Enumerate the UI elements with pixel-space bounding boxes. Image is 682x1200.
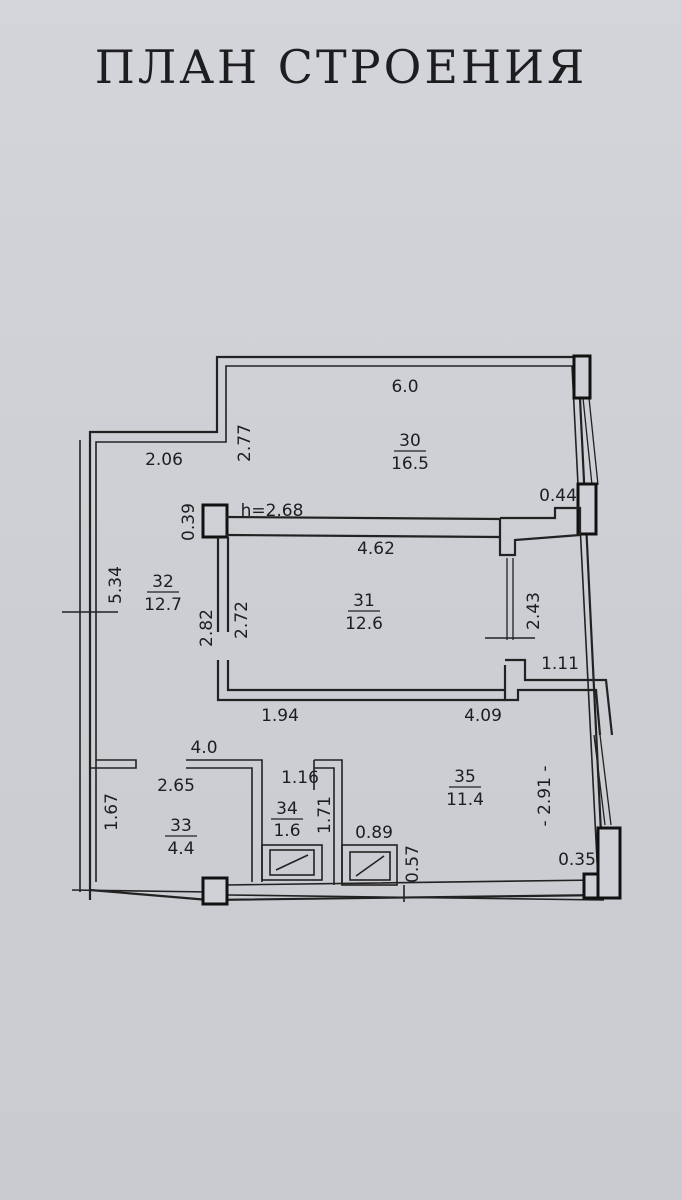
ceiling-height: h=2.68 bbox=[241, 501, 304, 521]
dim-2-91: - 2.91 - bbox=[535, 766, 555, 827]
dim-1-11: 1.11 bbox=[541, 654, 579, 674]
wall-loggia-bottom bbox=[505, 658, 614, 736]
dim-2-82: 2.82 bbox=[197, 609, 217, 647]
room-33-area: 4.4 bbox=[167, 839, 194, 859]
window-2-a bbox=[593, 734, 606, 826]
dim-2-77: 2.77 bbox=[235, 424, 255, 462]
wall-31-bottom-outer bbox=[216, 660, 505, 702]
room-35-area: 11.4 bbox=[446, 790, 484, 810]
wall-31-bottom-inner bbox=[226, 660, 505, 692]
room-labels: 30 16.5 31 12.6 32 12.7 33 4.4 34 1.6 35… bbox=[144, 431, 484, 859]
room-34-number: 34 bbox=[276, 799, 298, 819]
column-bottom bbox=[201, 876, 229, 906]
room-32-area: 12.7 bbox=[144, 595, 182, 615]
outer-wall-upper bbox=[88, 355, 606, 902]
wall-balcony-top bbox=[500, 506, 582, 535]
column-bottom-right-tall bbox=[596, 826, 622, 900]
dim-1-94: 1.94 bbox=[261, 706, 299, 726]
wall-34-right-inner bbox=[314, 767, 335, 885]
wall-30-31-top bbox=[225, 515, 501, 521]
column-center bbox=[201, 503, 229, 539]
room-33-number: 33 bbox=[170, 816, 192, 836]
dim-0-35: 0.35 bbox=[558, 850, 596, 870]
dim-2-65: 2.65 bbox=[157, 776, 195, 796]
window-2-b bbox=[599, 734, 612, 826]
vent-shaft-2 bbox=[341, 844, 398, 886]
dimension-labels: 6.0 2.77 2.06 0.44 0.39 h=2.68 4.62 5.34… bbox=[102, 377, 596, 883]
window-1-a bbox=[582, 397, 593, 486]
windows bbox=[506, 397, 612, 826]
wall-33-right-outer bbox=[186, 759, 263, 882]
vent-shaft-1 bbox=[261, 844, 323, 881]
room-30-number: 30 bbox=[399, 431, 421, 451]
room-30-area: 16.5 bbox=[391, 454, 429, 474]
dim-6-0: 6.0 bbox=[391, 377, 418, 397]
columns bbox=[201, 354, 622, 906]
plan-title: ПЛАН СТРОЕНИЯ bbox=[94, 40, 588, 94]
room-31-number: 31 bbox=[353, 591, 375, 611]
wall-loggia-inner bbox=[503, 665, 602, 736]
dim-4-0: 4.0 bbox=[190, 738, 217, 758]
bottom-wall-left bbox=[71, 889, 211, 893]
vent-shaft-1-inner bbox=[269, 849, 315, 876]
dim-0-39: 0.39 bbox=[179, 503, 199, 541]
dim-2-06: 2.06 bbox=[145, 450, 183, 470]
window-1-b bbox=[588, 397, 599, 486]
wall-34-right-outer bbox=[314, 759, 343, 885]
room-34-area: 1.6 bbox=[273, 821, 300, 841]
dim-4-62: 4.62 bbox=[357, 539, 395, 559]
wall-33-right-inner bbox=[186, 767, 253, 882]
dim-2-72: 2.72 bbox=[232, 601, 252, 639]
bottom-wall-right bbox=[227, 894, 605, 901]
dim-1-71: 1.71 bbox=[315, 796, 335, 834]
wall-balcony-inner bbox=[498, 518, 581, 557]
dim-4-09: 4.09 bbox=[464, 706, 502, 726]
column-top-right bbox=[572, 354, 592, 400]
room-32-number: 32 bbox=[152, 572, 174, 592]
wall-33-left-stub bbox=[90, 759, 137, 769]
vent-shaft-2-inner bbox=[349, 851, 391, 881]
room-35-number: 35 bbox=[454, 767, 476, 787]
dim-5-34: 5.34 bbox=[106, 566, 126, 604]
vent-shaft-2-diag bbox=[355, 855, 385, 877]
dim-2-43: 2.43 bbox=[524, 592, 544, 630]
dim-1-67: 1.67 bbox=[102, 793, 122, 831]
wall-30-31-bottom bbox=[225, 533, 501, 539]
vent-shaft-1-diag bbox=[275, 854, 309, 871]
dim-0-57: 0.57 bbox=[403, 845, 423, 883]
dim-0-89: 0.89 bbox=[355, 823, 393, 843]
room-31-area: 12.6 bbox=[345, 614, 383, 634]
interior-walls bbox=[62, 506, 614, 902]
dim-1-16: 1.16 bbox=[281, 768, 319, 788]
dim-0-44: 0.44 bbox=[539, 486, 577, 506]
